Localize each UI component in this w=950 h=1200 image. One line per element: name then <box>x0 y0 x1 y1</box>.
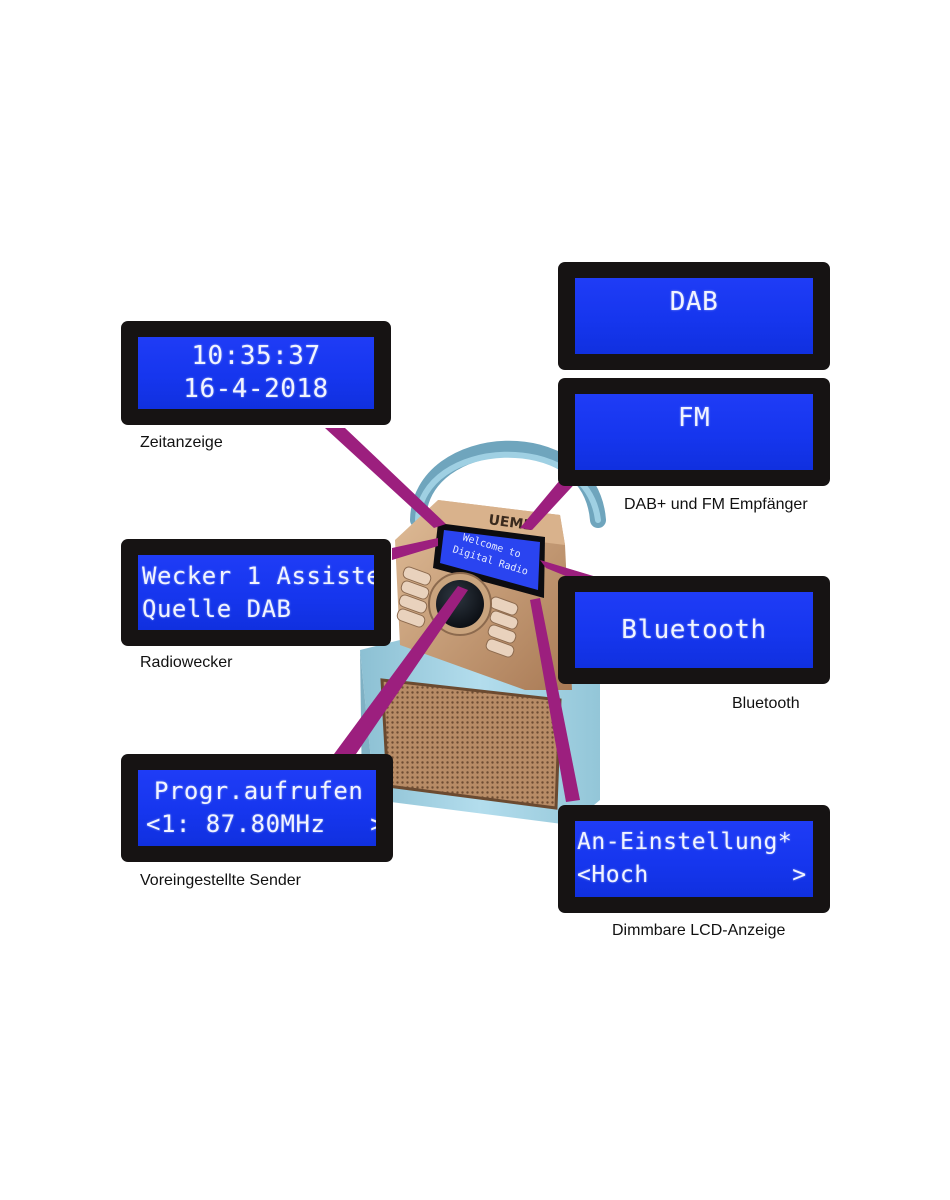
speaker-grille <box>380 678 562 810</box>
dimmer-line1: An-Einstellung* <box>577 829 793 855</box>
dimmer-display-panel: An-Einstellung* <Hoch > <box>558 805 830 913</box>
radio-buttons-right <box>485 596 519 658</box>
preset-display-panel: Progr.aufrufen <1: 87.80MHz > <box>121 754 393 862</box>
dab-display-panel: DAB <box>558 262 830 370</box>
dab-line: DAB <box>669 287 719 317</box>
alarm-display-screen: Wecker 1 Assiste Quelle DAB <box>138 555 374 630</box>
bluetooth-display-panel: Bluetooth <box>558 576 830 684</box>
alarm-display-panel: Wecker 1 Assiste Quelle DAB <box>121 539 391 646</box>
date-line: 16-4-2018 <box>183 374 329 404</box>
bluetooth-caption: Bluetooth <box>732 695 800 712</box>
brand-logo: UEME <box>487 512 533 534</box>
bluetooth-line: Bluetooth <box>621 614 767 645</box>
preset-display-screen: Progr.aufrufen <1: 87.80MHz > <box>138 770 376 846</box>
preset-line2: <1: 87.80MHz > <box>146 810 376 838</box>
dab-fm-caption: DAB+ und FM Empfänger <box>624 496 808 513</box>
time-display-screen: 10:35:37 16-4-2018 <box>138 337 374 409</box>
bluetooth-display-screen: Bluetooth <box>575 592 813 668</box>
time-display-caption: Zeitanzeige <box>140 434 223 451</box>
preset-line1: Progr.aufrufen <box>154 777 364 805</box>
preset-caption: Voreingestellte Sender <box>140 872 301 889</box>
dimmer-display-screen: An-Einstellung* <Hoch > <box>575 821 813 897</box>
dimmer-line2: <Hoch > <box>577 862 807 888</box>
fm-display-screen: FM <box>575 394 813 470</box>
fm-line: FM <box>677 403 711 433</box>
dimmer-caption: Dimmbare LCD-Anzeige <box>612 922 786 939</box>
connector-lines <box>325 428 600 802</box>
radio-buttons-left <box>396 566 432 628</box>
alarm-line2: Quelle DAB <box>142 594 292 623</box>
alarm-line1: Wecker 1 Assiste <box>142 561 374 590</box>
time-line: 10:35:37 <box>191 341 321 371</box>
dab-display-screen: DAB <box>575 278 813 354</box>
time-display-panel: 10:35:37 16-4-2018 <box>121 321 391 425</box>
fm-display-panel: FM <box>558 378 830 486</box>
alarm-caption: Radiowecker <box>140 654 233 671</box>
